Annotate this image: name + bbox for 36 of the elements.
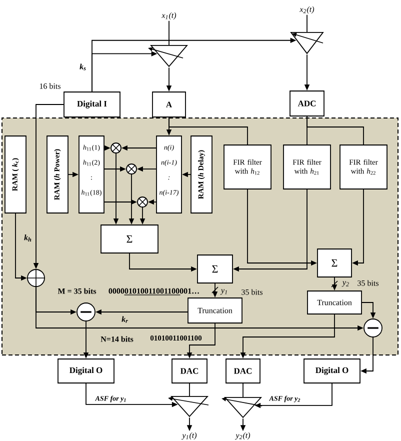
- subtractor-symbol: [76, 302, 96, 322]
- sum-box: Σ: [100, 224, 158, 254]
- annotation: 16 bits: [40, 83, 60, 89]
- edge-label: y$_{2}$: [342, 280, 350, 288]
- annotation: 35 bits: [358, 280, 378, 286]
- register-box: [156, 136, 182, 214]
- process-box: DAC: [172, 358, 208, 384]
- connector-line: [306, 116, 364, 145]
- sum-box: Σ: [317, 248, 352, 278]
- connector-line: [242, 383, 244, 398]
- sum-box: Σ: [197, 254, 233, 284]
- connector-line: [168, 117, 248, 145]
- process-box: Truncation: [307, 290, 362, 314]
- signal-label: x$_{1}$(t): [162, 12, 176, 20]
- process-box: Digital O: [58, 358, 114, 384]
- process-box: Truncation: [188, 298, 242, 324]
- adder-symbol: [26, 268, 46, 288]
- edge-label: k$_{s}$: [78, 62, 88, 72]
- annotation: 35 bits: [242, 289, 262, 295]
- annotation: N=14 bits: [100, 336, 134, 342]
- signal-label: y$_{2}$(t): [235, 432, 250, 440]
- process-box: Digital O: [304, 358, 360, 384]
- process-box: DAC: [226, 358, 260, 384]
- process-box: ADC: [290, 90, 324, 116]
- process-box: Digital I: [64, 92, 120, 118]
- subtractor-symbol: [364, 318, 382, 338]
- signal-label: x$_{2}$(t): [300, 6, 314, 14]
- connector-line: [189, 383, 190, 396]
- annotation: 000001010011001100001…: [108, 288, 199, 294]
- connector-line: [306, 14, 308, 32]
- edge-label: y$_{1}$: [220, 288, 229, 296]
- connector-line: [168, 20, 170, 46]
- annotation: M = 35 bits: [58, 288, 96, 294]
- signal-label: y$_{1}$(t): [182, 432, 197, 440]
- register-box: [78, 136, 104, 214]
- process-box: A: [152, 92, 186, 118]
